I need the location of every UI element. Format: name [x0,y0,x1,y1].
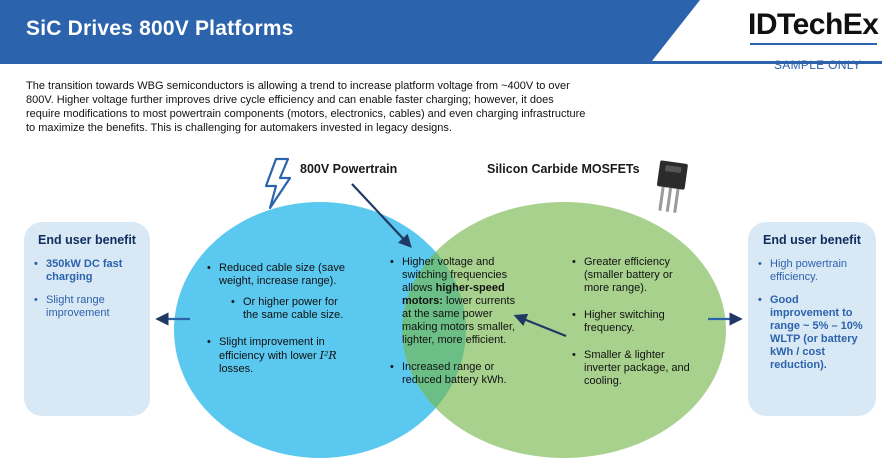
venn-left-item: Reduced cable size (save weight, increas… [205,262,355,288]
right-benefit-box: End user benefit High powertrain efficie… [748,222,876,416]
venn-overlap-content: Higher voltage and switching frequencies… [388,256,518,401]
arrow-800v-to-overlap [351,183,412,248]
sample-only-label: SAMPLE ONLY [774,58,862,72]
venn-left-item: Slight improvement in efficiency with lo… [205,336,355,376]
slide-title: SiC Drives 800V Platforms [26,17,294,40]
venn-left-subitem: Or higher power for the same cable size. [229,296,355,322]
left-benefit-item: Slight range improvement [32,294,142,320]
i2r-symbol: I²R [319,349,337,362]
venn-label-800v: 800V Powertrain [300,162,398,176]
lightning-bolt-icon [264,157,292,210]
venn-right-content: Greater efficiency (smaller battery or m… [570,256,698,402]
right-benefit-list: High powertrain efficiency. Good improve… [756,258,868,372]
venn-right-item: Higher switching frequency. [570,309,698,335]
venn-right-item: Greater efficiency (smaller battery or m… [570,256,698,295]
left-benefit-title: End user benefit [38,233,136,247]
brand-logo: IDTechEx [748,8,879,45]
arrow-sic-to-overlap [513,313,567,338]
venn-overlap-item: Increased range or reduced battery kWh. [388,361,518,387]
left-benefit-list: 350kW DC fast charging Slight range impr… [32,258,142,320]
venn-overlap-item: Higher voltage and switching frequencies… [388,256,518,347]
right-benefit-item: High powertrain efficiency. [756,258,868,284]
intro-paragraph: The transition towards WBG semiconductor… [26,80,586,134]
header-divider [0,61,882,64]
right-benefit-item: Good improvement to range ~ 5% – 10% WLT… [756,294,868,372]
venn-label-sic: Silicon Carbide MOSFETs [487,162,640,176]
venn-right-item: Smaller & lighter inverter package, and … [570,349,698,388]
left-benefit-box: End user benefit 350kW DC fast charging … [24,222,150,416]
left-benefit-item: 350kW DC fast charging [32,258,142,284]
venn-left-content: Reduced cable size (save weight, increas… [205,262,355,390]
header-bar [0,0,700,61]
mosfet-chip-icon [657,160,688,213]
right-benefit-title: End user benefit [763,233,861,247]
